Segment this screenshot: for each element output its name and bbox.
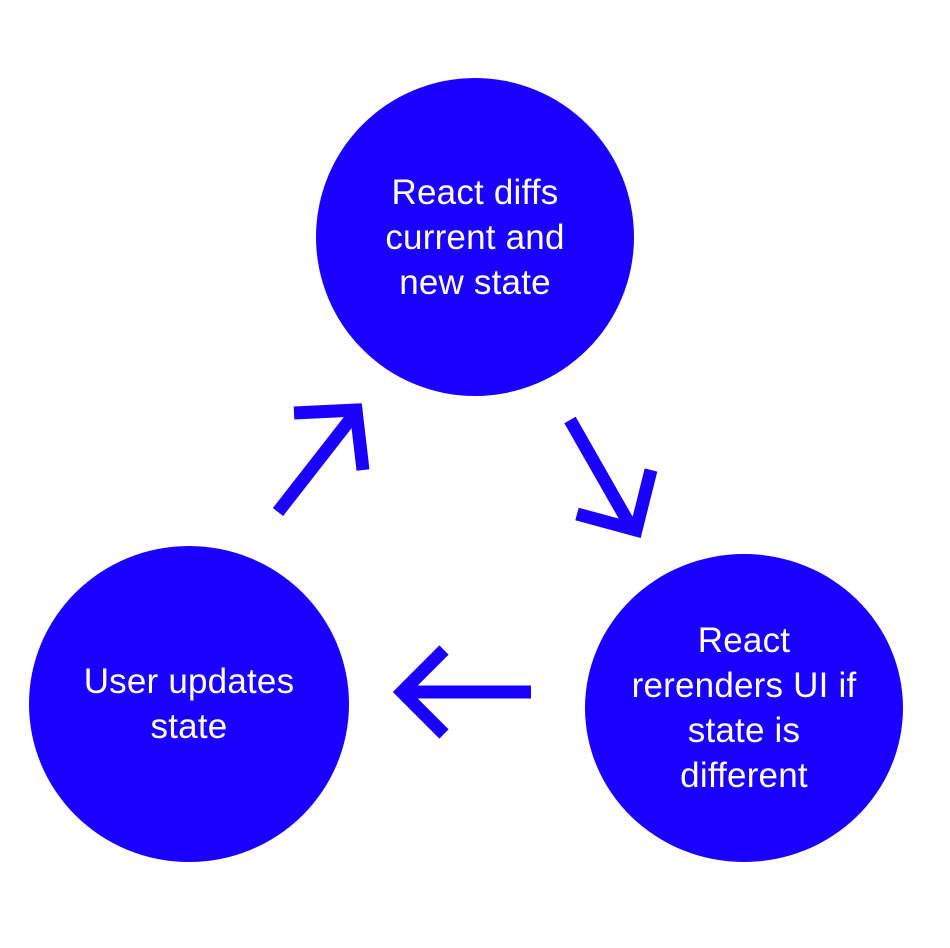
diff-state-label: React diffs current and new state [385,172,565,302]
arrow-top-to-right [564,416,658,539]
arrow-right-to-left [392,645,531,739]
user-updates-state-label: User updates state [83,662,295,746]
arrow-left-to-top [272,403,370,516]
diff-state-node: React diffs current and new state [316,78,634,396]
user-updates-state-node: User updates state [29,546,349,862]
rerender-ui-label: React rerenders UI if state is different [631,621,857,795]
rerender-ui-node: React rerenders UI if state is different [585,554,903,862]
